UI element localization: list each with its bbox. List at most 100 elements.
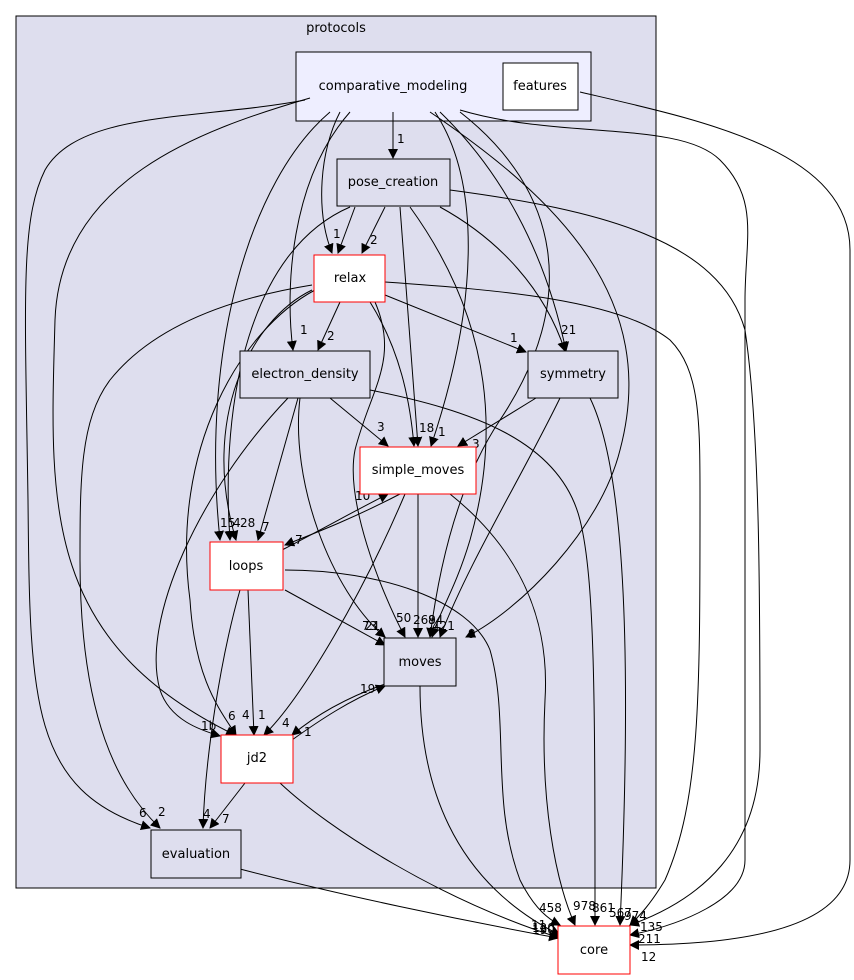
edge-relax-core: [384, 281, 701, 926]
edge-label: 3: [472, 437, 480, 451]
edge-label: 1b: [201, 719, 216, 733]
edge-relax-evaluation: [79, 284, 313, 829]
edge-loops-core: [284, 569, 561, 926]
jd2-node[interactable]: [220, 734, 294, 784]
edge-loops-evaluation: [198, 589, 241, 829]
pose-creation-node[interactable]: [336, 158, 451, 207]
edge-label: 1: [510, 331, 518, 345]
edge-pose-relax-b: [361, 206, 386, 254]
edge-loops-moves: [284, 589, 386, 646]
edge-label: 21: [365, 619, 380, 633]
edge-label: 1: [304, 725, 312, 739]
edge-label: 19: [360, 682, 375, 696]
edge-label: 7: [262, 520, 270, 534]
edge-cm-sym: [439, 111, 570, 352]
nodes: features pose_creation relax electron_de…: [150, 62, 631, 975]
edge-cm-ed: [286, 111, 351, 351]
edge-label: 458: [539, 901, 562, 915]
edge-cm-evaluation: [24, 99, 306, 831]
edge-label: 4: [233, 516, 241, 530]
edge-label: 3: [377, 420, 385, 434]
pose-creation-label: pose_creation: [348, 175, 439, 190]
edge-pose-core: [449, 189, 761, 927]
evaluation-node[interactable]: [150, 829, 242, 879]
edge-label: 84: [428, 613, 443, 627]
edge-label: 6: [228, 709, 236, 723]
edge-sm-jd2: [263, 493, 406, 736]
edge-label: 4: [203, 807, 211, 821]
edge-label: 6: [139, 806, 147, 820]
edge-cm-relax: [321, 111, 341, 254]
edge-label: 1: [333, 227, 341, 241]
edge-label: 421: [432, 619, 455, 633]
edge-pose-sym: [439, 206, 567, 352]
jd2-label: jd2: [246, 751, 267, 766]
edge-label: 50: [396, 611, 411, 625]
features-node[interactable]: [502, 62, 579, 111]
edge-label: 135: [640, 920, 663, 934]
electron-density-node[interactable]: [239, 350, 371, 399]
edge-label: 567: [609, 906, 632, 920]
edge-pose-moves: [409, 206, 487, 638]
simple-moves-label: simple_moves: [372, 463, 465, 478]
edge-ed-jd2: [155, 397, 289, 739]
relax-node[interactable]: [313, 254, 386, 303]
edge-sym-core: [589, 397, 627, 926]
cluster-label: protocols: [306, 21, 366, 36]
edge-label: 9: [468, 627, 476, 641]
edge-pose-sm: [399, 206, 423, 447]
edge-cm-loops: [214, 111, 331, 541]
edge-moves-core: [419, 685, 561, 936]
edges: [24, 91, 851, 950]
symmetry-node[interactable]: [527, 350, 619, 399]
edge-ed-sm: [329, 397, 389, 447]
edge-label: 18: [419, 421, 434, 435]
edge-relax-moves: [352, 301, 406, 638]
moves-node[interactable]: [383, 637, 457, 687]
core-node[interactable]: [557, 925, 631, 975]
edge-cm-sm: [429, 111, 469, 447]
edge-label: 28: [240, 516, 255, 530]
edge-ed-loops: [255, 397, 299, 541]
edge-jd2-core: [279, 782, 561, 941]
edge-cm-moves2: [429, 111, 630, 638]
edge-cm-core: [459, 109, 749, 939]
edge-loops-jd2: [247, 589, 259, 736]
edge-sm-core: [449, 493, 576, 926]
edge-label: 21: [561, 323, 576, 337]
edge-jd2-moves: [291, 684, 386, 741]
edge-label: 15: [220, 516, 235, 530]
edge-label: 120: [532, 921, 555, 935]
edge-label: 974: [624, 909, 647, 923]
edge-relax-sm: [369, 301, 419, 447]
edge-label: 11: [531, 918, 546, 932]
edge-evaluation-core: [239, 868, 559, 942]
edge-label: 269: [413, 613, 436, 627]
edge-sym-sm: [457, 397, 537, 447]
edge-label: 2: [370, 233, 378, 247]
loops-node[interactable]: [209, 541, 284, 591]
comparative-modeling-label: comparative_modeling: [319, 79, 468, 94]
edge-moves-jd2: [291, 683, 386, 736]
edge-label: 978: [573, 899, 596, 913]
edge-pose-loops: [224, 206, 351, 541]
edge-cm-jd2: [52, 97, 311, 736]
edge-sym-moves: [438, 397, 561, 638]
edge-loops-sm: [281, 493, 389, 551]
edge-label: 861: [592, 901, 615, 915]
edge-features-core: [579, 91, 851, 950]
edge-label: 7: [295, 533, 303, 547]
edge-label: 7: [222, 812, 230, 826]
core-label: core: [580, 943, 608, 958]
moves-label: moves: [398, 655, 441, 670]
edge-label: 211: [638, 932, 661, 946]
edge-jd2-evaluation: [209, 782, 246, 829]
edge-label: 73: [362, 619, 377, 633]
edge-labels: 1 1 2 2 1 1 21 18 1 3 3 10 7 15 4 28 7 7…: [139, 132, 663, 964]
symmetry-label: symmetry: [540, 367, 606, 382]
edge-label: 2: [327, 329, 335, 343]
edge-pose-relax-a: [336, 206, 356, 254]
protocols-cluster: [15, 15, 657, 889]
simple-moves-node[interactable]: [359, 446, 477, 495]
edge-label: 4: [242, 708, 250, 722]
